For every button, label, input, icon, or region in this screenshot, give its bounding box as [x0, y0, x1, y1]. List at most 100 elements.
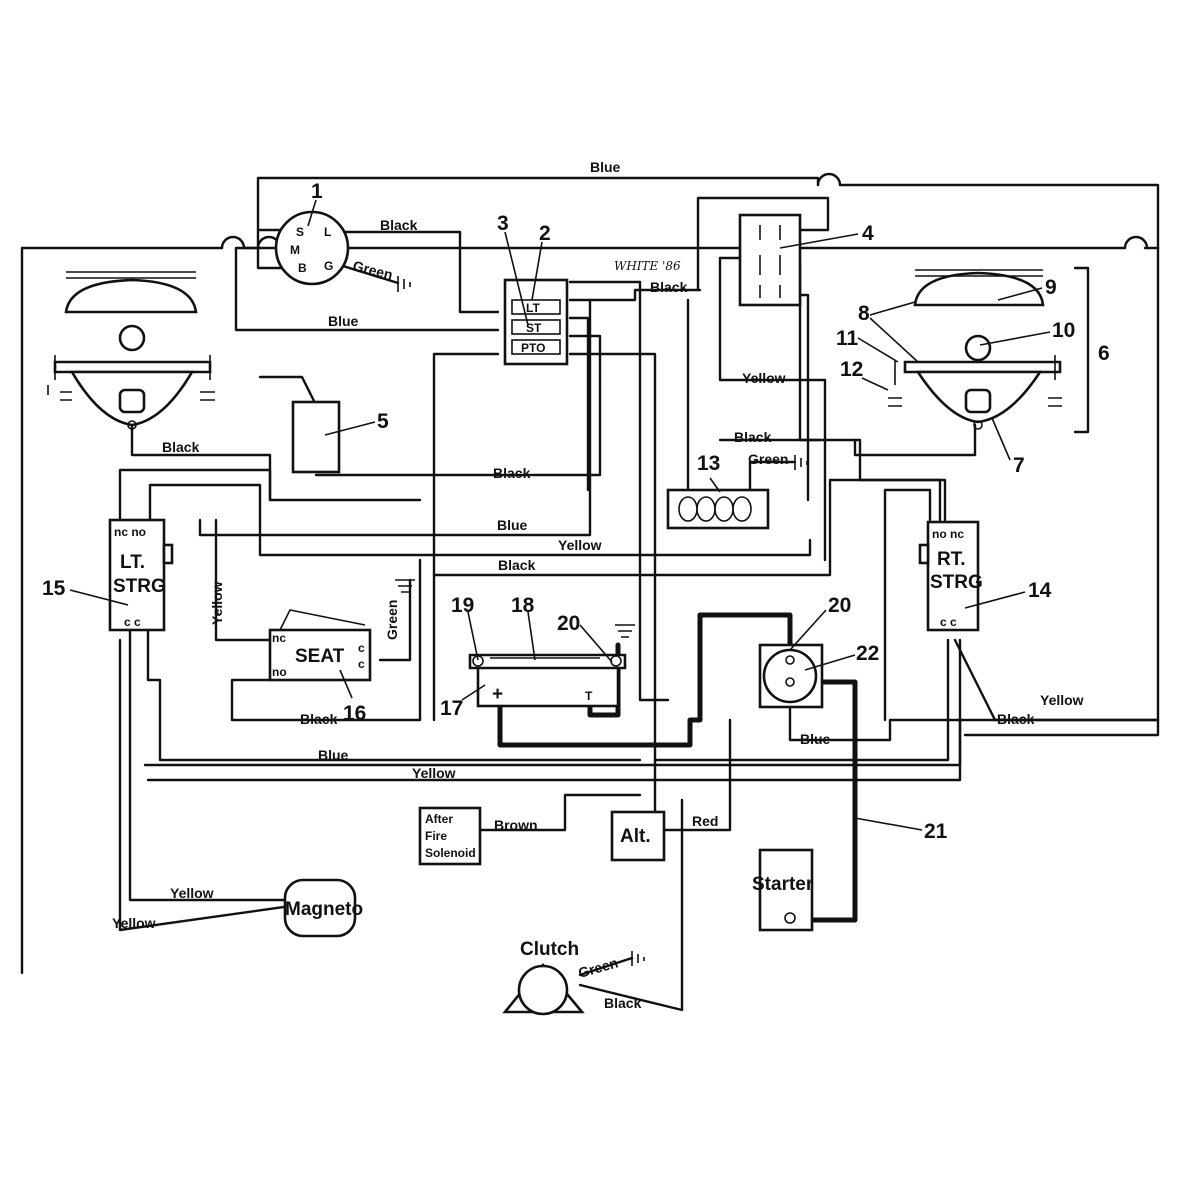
wire-label-yellow-mag2: Yellow [112, 915, 156, 931]
wire-label-black-lamp-r: Black [734, 429, 772, 445]
lt-strg-top: nc no [114, 525, 146, 539]
callout-16: 16 [343, 702, 366, 725]
clutch: Clutch [502, 939, 585, 1016]
battery-minus: T [585, 689, 593, 703]
relay [738, 213, 802, 307]
lt-strg-line1: LT. [120, 552, 145, 573]
headlamp-right [888, 266, 1090, 434]
seat-switch: nc no SEAT c c [268, 609, 372, 682]
ground-symbols [395, 276, 808, 966]
alt-label: Alt. [620, 826, 651, 847]
after-fire-line2: Fire [425, 829, 447, 843]
wire-label-blue-mid: Blue [328, 313, 359, 329]
wire-label-black-ign: Black [380, 217, 418, 233]
callout-5: 5 [377, 410, 389, 433]
wire-label-green-ign: Green [351, 257, 394, 282]
wire-label-blue-row: Blue [497, 517, 528, 533]
callout-17: 17 [440, 697, 463, 720]
wire-labels: Blue Black Green Blue WHITE '86 Black Ye… [112, 159, 1084, 1011]
component-5 [291, 400, 341, 474]
wire-label-black-lamp-l: Black [162, 439, 200, 455]
wire-label-white86: WHITE '86 [614, 259, 681, 273]
seat-no: no [272, 665, 287, 679]
switch-block: LT ST PTO [503, 278, 569, 366]
callout-9: 9 [1045, 276, 1057, 299]
wire-label-black-row: Black [498, 557, 536, 573]
wire-label-yellow-left-vert: Yellow [209, 581, 225, 625]
rt-strg-bottom: c c [940, 615, 957, 629]
wire-label-green-clutch: Green [576, 954, 619, 981]
callout-4: 4 [862, 222, 874, 245]
wire-label-brown: Brown [494, 817, 538, 833]
callout-8: 8 [858, 302, 870, 325]
wire-label-blue-sol: Blue [800, 731, 831, 747]
wire-label-blue-top: Blue [590, 159, 621, 175]
callout-13: 13 [697, 452, 720, 475]
callout-15: 15 [42, 577, 66, 600]
seat-c2: c [358, 657, 365, 671]
seat-label: SEAT [295, 646, 345, 667]
lt-strg-bottom: c c [124, 615, 141, 629]
wire-label-yellow-4: Yellow [742, 370, 786, 386]
callout-18: 18 [511, 594, 535, 617]
wire-label-yellow-right: Yellow [1040, 692, 1084, 708]
callout-10: 10 [1052, 319, 1075, 342]
headlamp-left [47, 271, 215, 430]
fuse-block [666, 488, 770, 530]
rt-strg-line2: STRG [930, 572, 983, 593]
callout-22: 22 [856, 642, 879, 665]
callout-20: 20 [557, 612, 580, 635]
wire-label-green-seat: Green [384, 600, 400, 640]
after-fire-line3: Solenoid [425, 846, 476, 860]
terminal-s: S [296, 225, 304, 239]
callout-20b: 20 [828, 594, 851, 617]
wire-label-black-clutch: Black [604, 995, 642, 1011]
after-fire-solenoid: After Fire Solenoid [418, 806, 482, 866]
switch-st: ST [526, 321, 542, 335]
seat-nc: nc [272, 631, 286, 645]
wire-label-red: Red [692, 813, 718, 829]
callout-19: 19 [451, 594, 474, 617]
switch-lt: LT [526, 301, 540, 315]
wire-label-yellow-row: Yellow [558, 537, 602, 553]
magneto: Magneto [283, 878, 363, 938]
wires [20, 172, 1160, 1012]
battery-plus: + [492, 684, 503, 705]
starter-label: Starter [752, 874, 814, 895]
terminal-l: L [324, 225, 331, 239]
callout-numbers: 1 2 3 4 5 6 7 8 9 10 11 12 13 14 15 16 1… [42, 180, 1110, 843]
ignition-switch: S M B L G [274, 210, 350, 286]
switch-pto: PTO [521, 341, 545, 355]
alternator: Alt. [610, 810, 666, 862]
wire-label-black-5: Black [493, 465, 531, 481]
terminal-m: M [290, 243, 300, 257]
callout-12: 12 [840, 358, 863, 381]
callout-6: 6 [1098, 342, 1110, 365]
callout-11: 11 [836, 327, 859, 350]
wire-label-yellow-bottom: Yellow [412, 765, 456, 781]
seat-c1: c [358, 641, 365, 655]
clutch-label: Clutch [520, 939, 579, 960]
callout-14: 14 [1028, 579, 1052, 602]
callout-2: 2 [539, 222, 551, 245]
lt-strg-switch: nc no LT. STRG c c [108, 518, 174, 632]
lt-strg-line2: STRG [113, 576, 166, 597]
wire-label-black-seat: Black [300, 711, 338, 727]
after-fire-line1: After [425, 812, 453, 826]
wire-label-black-sw: Black [650, 279, 688, 295]
wire-label-green-13: Green [748, 451, 788, 467]
wire-label-yellow-mag1: Yellow [170, 885, 214, 901]
callout-7: 7 [1013, 454, 1025, 477]
starter: Starter [752, 848, 814, 932]
wire-label-blue-bottom: Blue [318, 747, 349, 763]
callout-leaders [69, 199, 1051, 831]
terminal-b: B [298, 261, 307, 275]
rt-strg-switch: no nc RT. STRG c c [918, 520, 983, 632]
callout-1: 1 [311, 180, 323, 203]
starter-solenoid [758, 643, 824, 709]
rt-strg-line1: RT. [937, 549, 966, 570]
callout-21: 21 [924, 820, 948, 843]
rt-strg-top: no nc [932, 527, 964, 541]
battery: + T [468, 653, 627, 708]
